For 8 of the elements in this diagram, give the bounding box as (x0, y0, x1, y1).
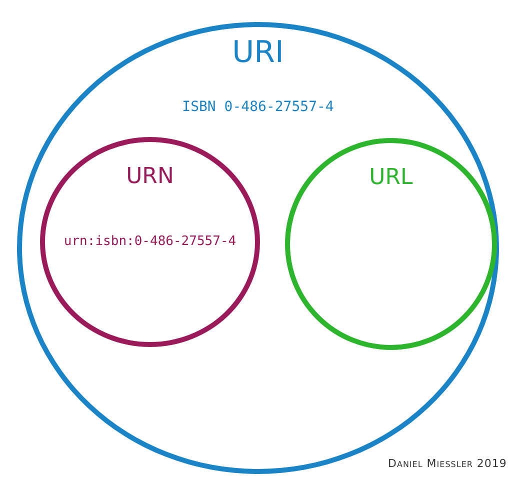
circle-text: ISBN 0-486-27557-4 (182, 99, 334, 115)
circle-text: urn:isbn:0-486-27557-4 (64, 234, 236, 249)
circle (40, 137, 260, 347)
circle-title: URN (126, 164, 174, 189)
credit-text: Daniel Miessler 2019 (388, 457, 507, 470)
circle-title: URI (232, 35, 284, 70)
circle-title: URL (369, 165, 413, 190)
circle (285, 138, 497, 350)
